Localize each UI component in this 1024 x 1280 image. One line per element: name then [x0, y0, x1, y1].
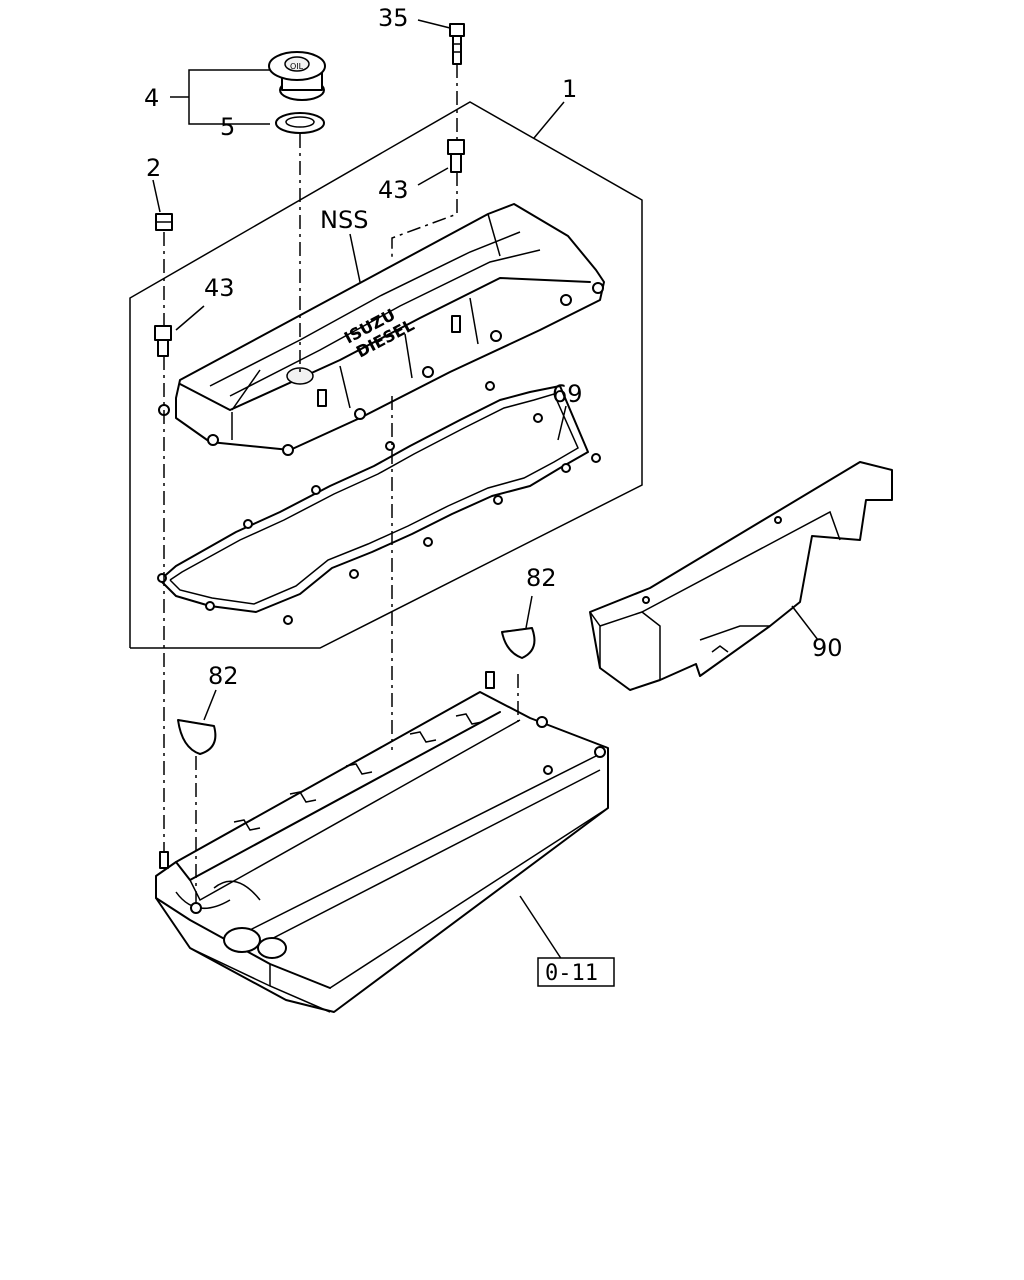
part-82-plug-lower [177, 719, 217, 755]
part-35-bolt [449, 23, 465, 65]
callout-43-lower: 43 [204, 274, 235, 302]
assembly-frame [129, 101, 643, 649]
part-43-grommet-lower [154, 325, 172, 357]
part-90-cover [589, 461, 893, 691]
callout-4: 4 [144, 84, 159, 112]
callout-43-upper: 43 [378, 176, 409, 204]
callout-1: 1 [562, 75, 577, 103]
part-82-plug-upper [501, 627, 536, 659]
callout-82-lower: 82 [208, 662, 239, 690]
callout-2: 2 [146, 154, 161, 182]
part-2-nut [155, 213, 173, 231]
callout-82-upper: 82 [526, 564, 557, 592]
callout-5: 5 [220, 113, 235, 141]
callout-35: 35 [378, 4, 409, 32]
part-69-gasket [157, 381, 601, 625]
reference-box-label: 0-11 [545, 961, 598, 986]
part-4-oil-cap: OIL [268, 51, 326, 101]
part-43-grommet-upper [447, 139, 465, 173]
oil-cap-label: OIL [290, 62, 304, 71]
cylinder-head-cover: ISUZU DIESEL [158, 203, 605, 456]
reference-box[interactable] [537, 957, 615, 987]
part-5-o-ring [275, 112, 325, 134]
callout-nss: NSS [320, 206, 368, 234]
callout-90: 90 [812, 634, 843, 662]
callout-69: 69 [552, 380, 583, 408]
